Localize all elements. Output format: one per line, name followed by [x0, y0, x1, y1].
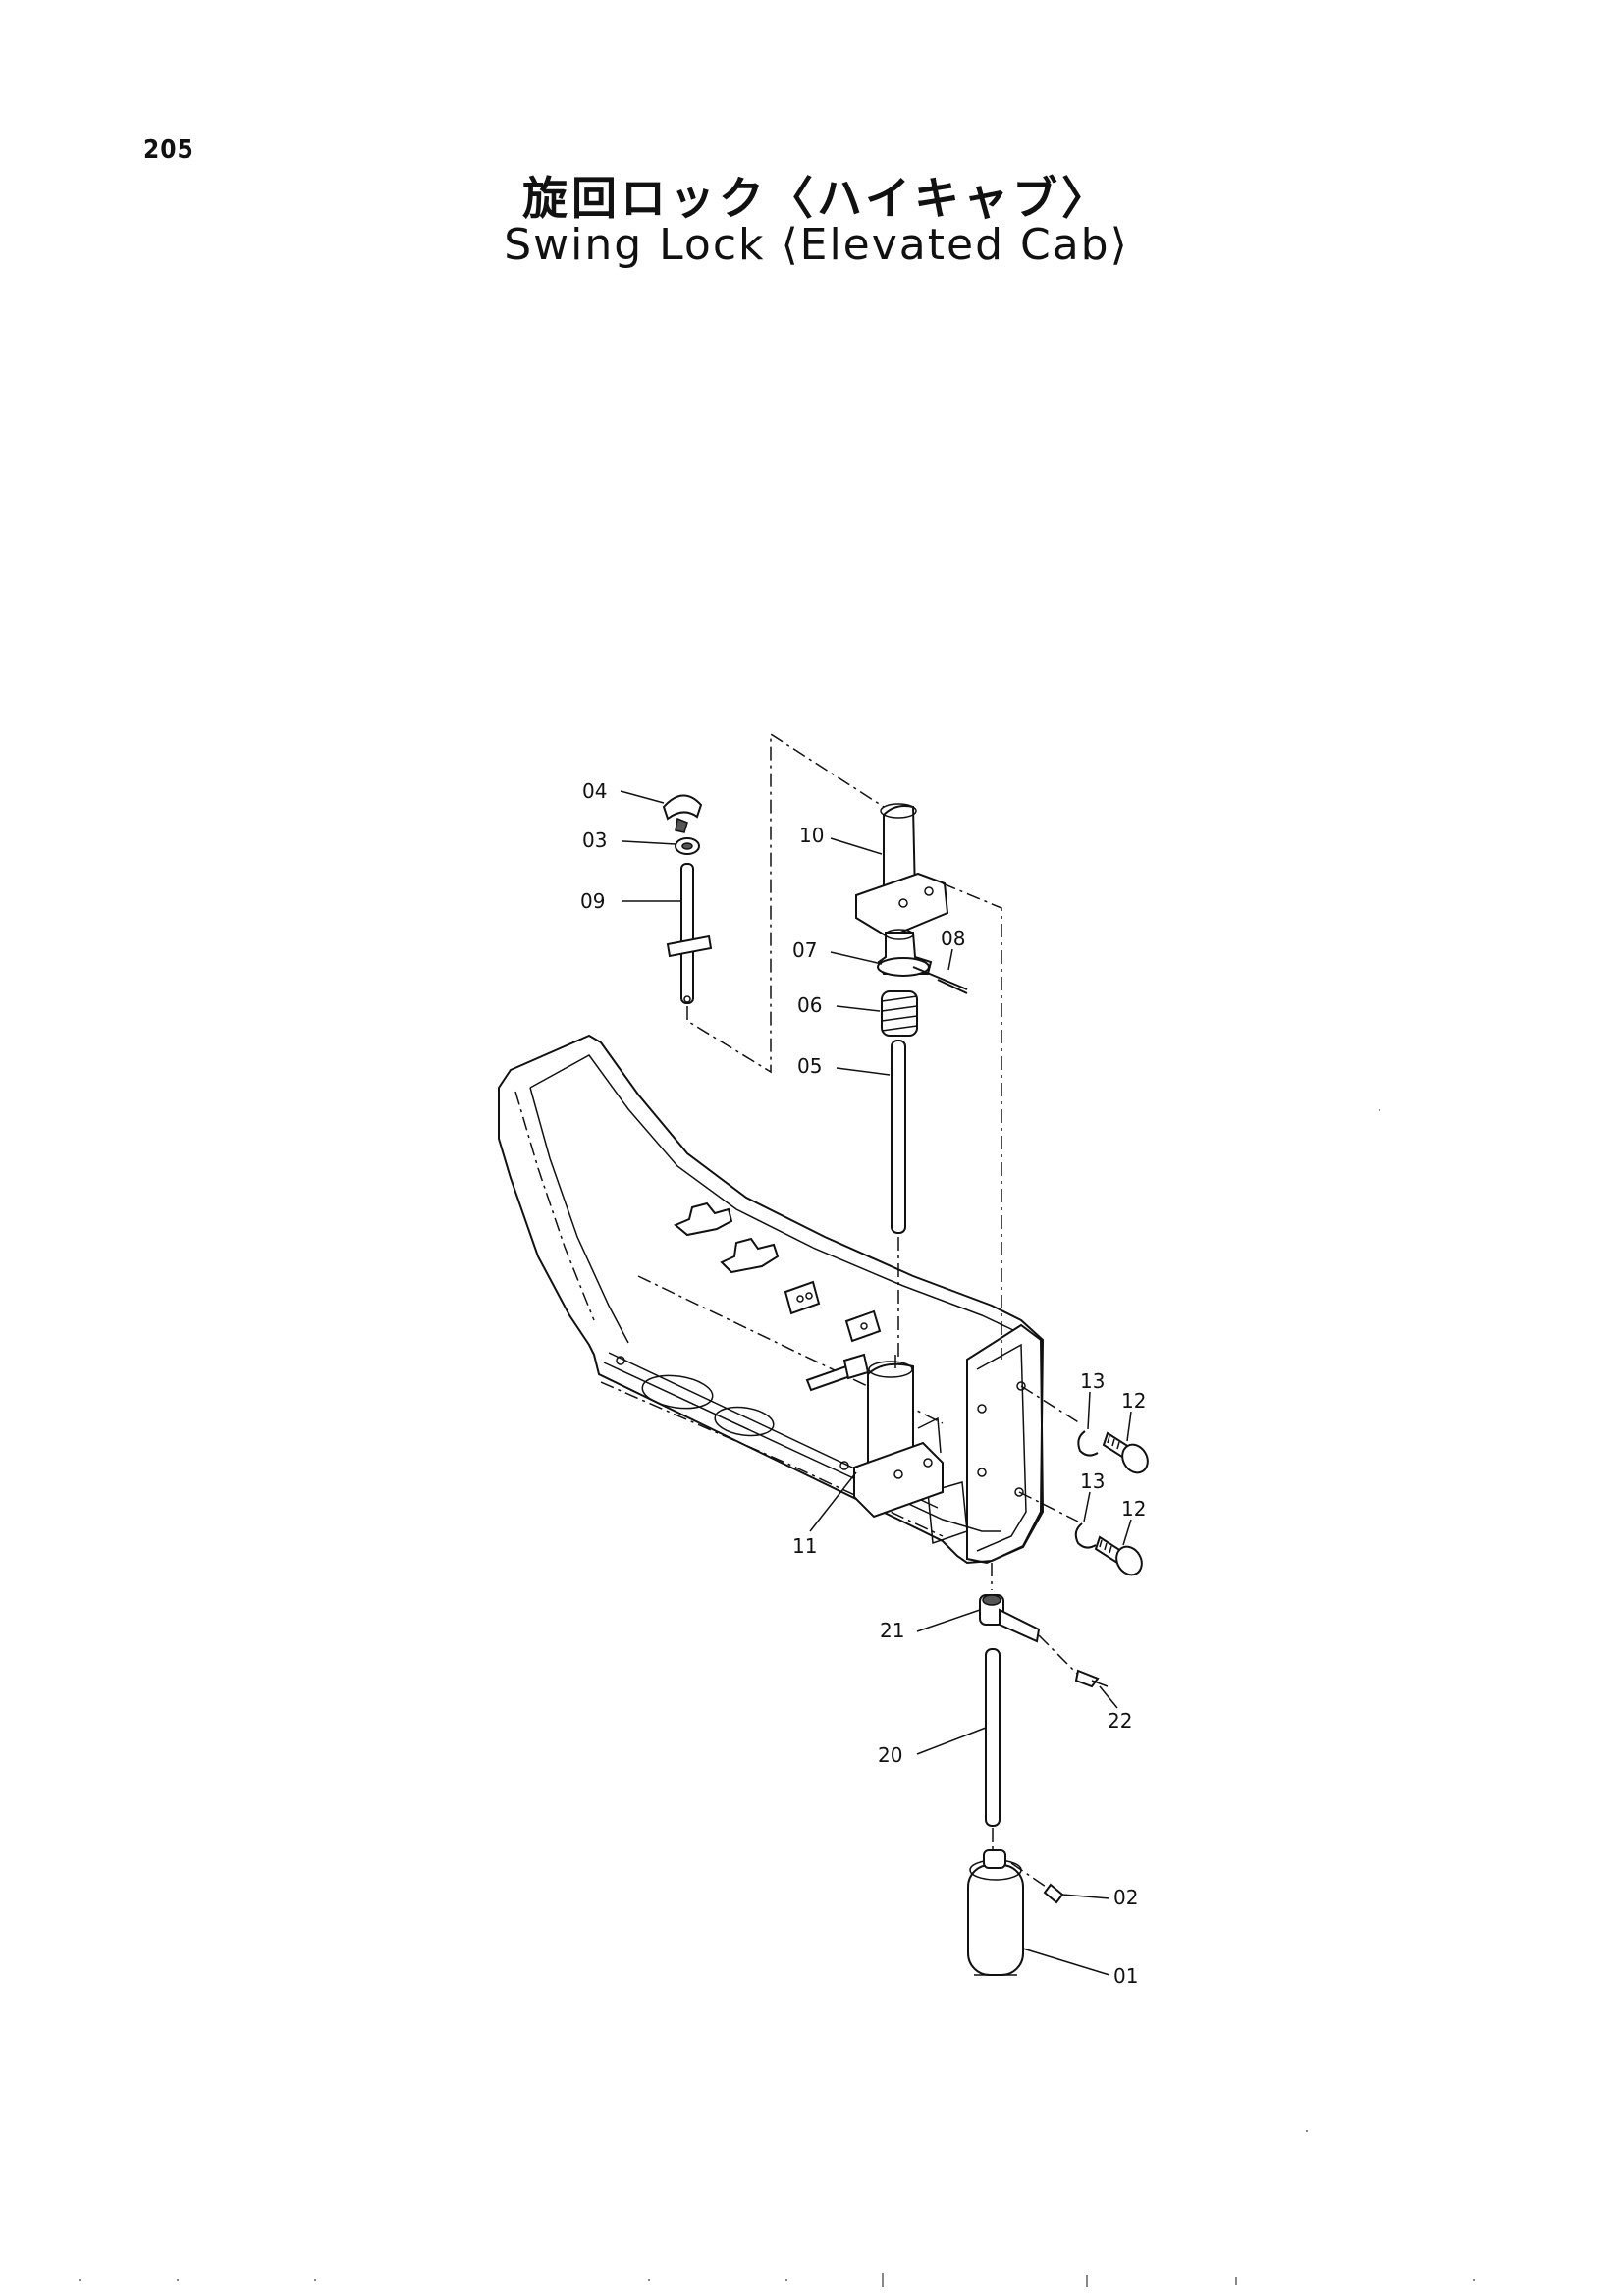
- part-12-bolt-upper: [1102, 1431, 1149, 1474]
- part-12-bolt-lower: [1094, 1535, 1143, 1576]
- part-01-cylinder: [967, 1849, 1024, 1976]
- part-08-pin: [912, 966, 968, 994]
- label-13-lower: 13: [1080, 1469, 1105, 1493]
- part-20-rod: [985, 1648, 1001, 1827]
- part-07-collar: [877, 929, 933, 977]
- part-21-clevis: [979, 1594, 1041, 1643]
- label-21: 21: [880, 1619, 904, 1642]
- page-number: 205: [143, 135, 194, 165]
- scan-specks: [79, 1109, 1475, 2287]
- connector-09-10: [686, 732, 885, 1074]
- label-05: 05: [797, 1054, 822, 1078]
- label-08: 08: [941, 927, 965, 950]
- part-labels: 04 03 09 10 07 08 06 05 11 13 12 13 12 2…: [580, 779, 1146, 1988]
- console-frame: [498, 1034, 1045, 1565]
- leader-lines: [620, 790, 1132, 1976]
- part-03-nut: [675, 837, 700, 855]
- label-07: 07: [792, 938, 817, 962]
- label-20: 20: [878, 1743, 902, 1767]
- part-06-spring: [881, 990, 918, 1037]
- label-10: 10: [799, 824, 824, 847]
- title-japanese: 旋回ロック〈ハイキャブ〉: [521, 172, 1111, 225]
- label-03: 03: [582, 828, 607, 852]
- connector-plate-13-lower: [1018, 1491, 1079, 1522]
- title-english: Swing Lock ⟨Elevated Cab⟩: [504, 220, 1129, 270]
- part-22-cotter-pin: [1074, 1669, 1109, 1688]
- part-13-washer-upper: [1077, 1430, 1099, 1457]
- connector-10-plate: [942, 882, 1002, 1360]
- part-10-tube-bracket: [855, 803, 949, 939]
- part-13-washer-lower: [1074, 1522, 1097, 1549]
- connector-21-22: [1038, 1634, 1079, 1676]
- label-09: 09: [580, 889, 605, 913]
- label-02: 02: [1113, 1886, 1138, 1909]
- label-01: 01: [1113, 1964, 1138, 1988]
- part-09-pin: [666, 863, 713, 1004]
- part-04-knob: [662, 794, 703, 833]
- part-11-tube-bracket: [853, 1361, 944, 1519]
- connector-plate-13-upper: [1020, 1385, 1081, 1424]
- label-11: 11: [792, 1534, 817, 1558]
- part-02-pin: [1043, 1883, 1064, 1904]
- label-04: 04: [582, 779, 607, 803]
- label-12-upper: 12: [1121, 1389, 1146, 1413]
- label-13-upper: 13: [1080, 1369, 1105, 1393]
- connector-01-02: [1010, 1862, 1050, 1890]
- frame-brackets: [674, 1201, 882, 1392]
- label-12-lower: 12: [1121, 1497, 1146, 1521]
- label-22: 22: [1108, 1709, 1132, 1733]
- part-05-rod: [891, 1040, 906, 1360]
- label-06: 06: [797, 993, 822, 1017]
